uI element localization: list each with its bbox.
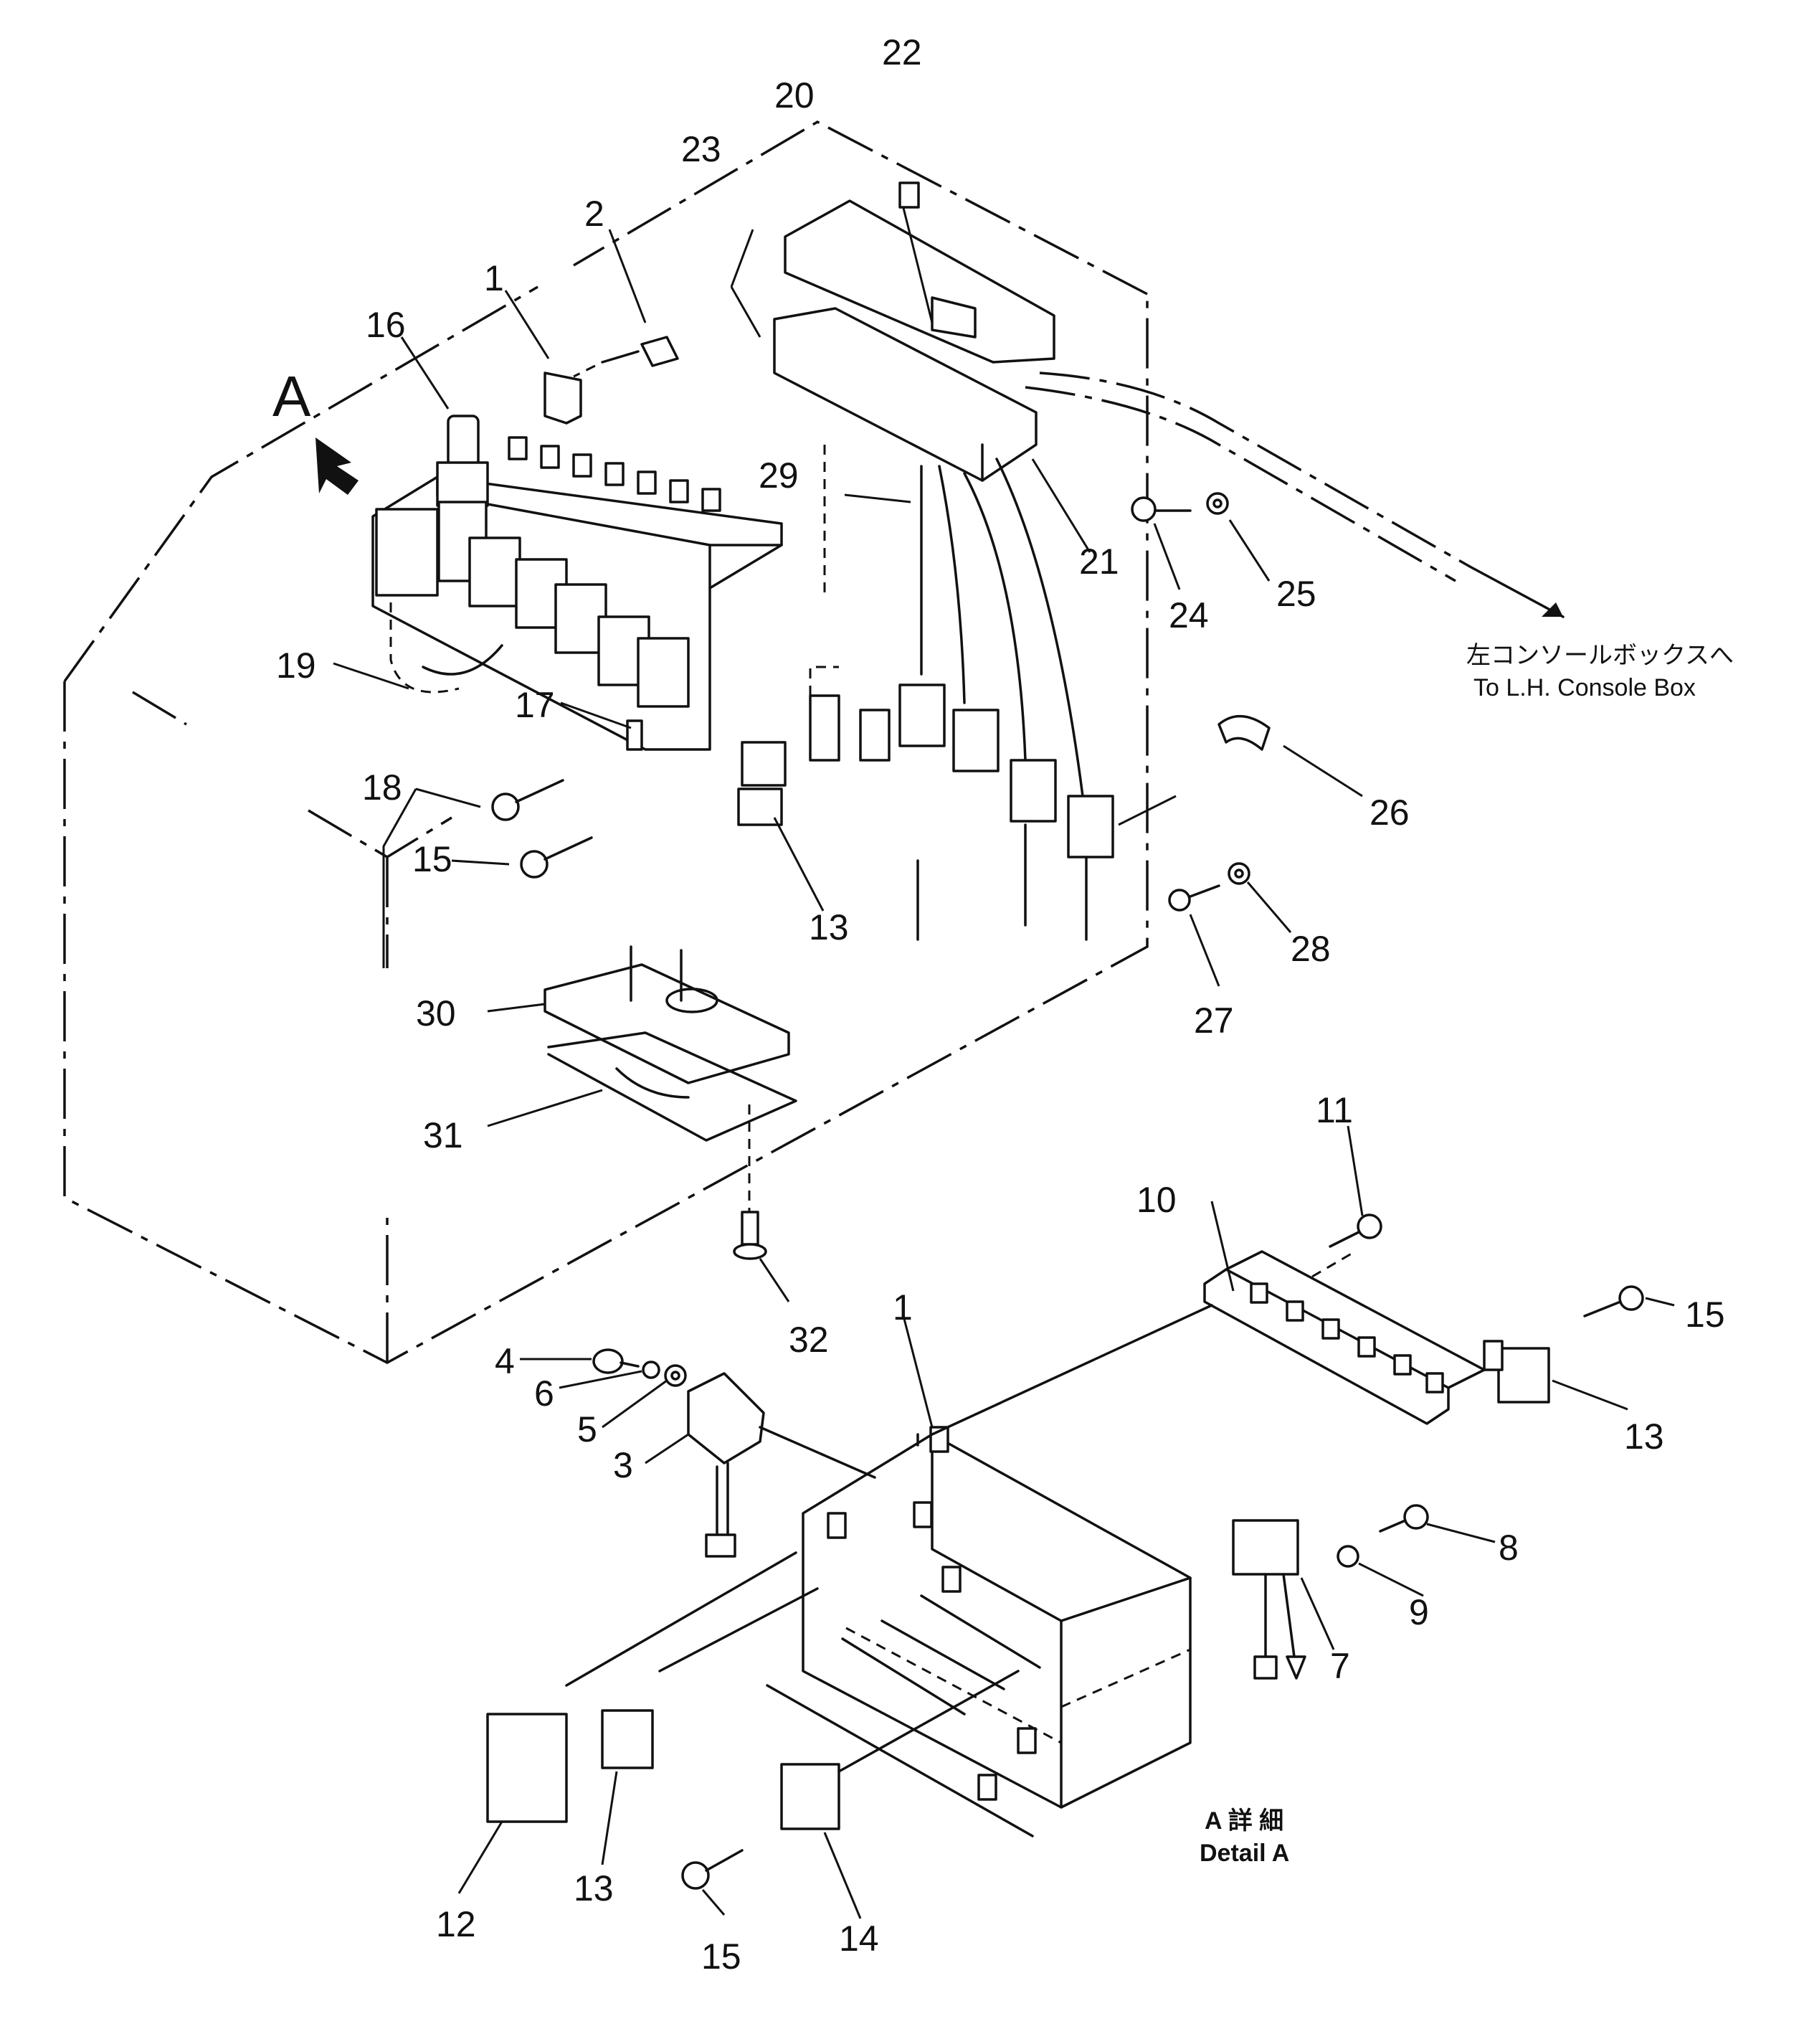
callout-9: 9 (1409, 1592, 1429, 1632)
callout-29: 29 (759, 455, 799, 496)
callout-18: 18 (362, 767, 402, 808)
callout-23: 23 (681, 129, 721, 169)
component-12 (486, 1713, 568, 1823)
harness-sockets (809, 445, 1114, 941)
callout-21: 21 (1079, 541, 1119, 582)
direction-note-ja: 左コンソールボックスへ (1466, 642, 1734, 669)
callout-15-lower: 15 (701, 1936, 741, 1977)
callout-1: 1 (484, 258, 504, 298)
bolt-2 (573, 336, 679, 378)
callout-12: 12 (436, 1904, 476, 1944)
callout-17: 17 (515, 685, 555, 725)
callout-26: 26 (1370, 792, 1410, 833)
direction-note: 左コンソールボックスへ To L.H. Console Box (1466, 642, 1734, 701)
screw-27-washer-28 (1168, 862, 1250, 912)
relay-row (375, 508, 690, 708)
callout-5: 5 (577, 1409, 597, 1449)
callout-24: 24 (1169, 595, 1209, 635)
relay-13-lower (601, 1709, 654, 1769)
callout-8: 8 (1499, 1528, 1519, 1568)
callout-16: 16 (366, 305, 406, 345)
bracket-detail-a (766, 1426, 1192, 1837)
callout-11: 11 (1316, 1090, 1353, 1130)
callout-leaders (333, 229, 1675, 1919)
bracket-10 (1203, 1250, 1486, 1425)
callout-1-lower: 1 (893, 1287, 913, 1328)
callout-20: 20 (774, 75, 815, 115)
relay-14 (780, 1763, 840, 1830)
callout-13-lower: 13 (574, 1868, 614, 1908)
console-outline (63, 120, 1149, 1364)
callout-2: 2 (584, 194, 604, 234)
cable-to-console (1025, 372, 1565, 618)
detail-label-ja: A 詳 細 (1205, 1807, 1283, 1835)
callout-15-upper: 15 (412, 839, 452, 879)
bolts-upper-left (491, 719, 643, 879)
callout-14: 14 (839, 1918, 879, 1959)
callout-27: 27 (1194, 1000, 1234, 1041)
callout-31: 31 (423, 1115, 463, 1155)
callout-22: 22 (882, 32, 922, 72)
callout-6: 6 (534, 1373, 554, 1414)
callout-28: 28 (1291, 929, 1331, 969)
callout-32: 32 (789, 1320, 829, 1360)
callout-13-upper: 13 (809, 907, 849, 947)
view-marker-a: A (272, 364, 359, 495)
callout-7: 7 (1330, 1646, 1350, 1686)
callout-3: 3 (613, 1445, 633, 1485)
callout-4: 4 (495, 1341, 515, 1381)
plates-30-31 (544, 945, 797, 1142)
screw-24-washer-25 (1131, 492, 1229, 522)
callout-15-right: 15 (1685, 1295, 1725, 1335)
callout-13-right: 13 (1624, 1416, 1664, 1457)
assembly-leaders (565, 1304, 1213, 1773)
view-arrow-icon (315, 437, 359, 495)
component-3 (687, 1372, 765, 1558)
callout-30: 30 (416, 993, 456, 1033)
bolt-32 (733, 1104, 767, 1260)
callout-25: 25 (1276, 574, 1316, 614)
view-letter: A (272, 364, 311, 428)
relay-13-right (1483, 1285, 1644, 1404)
component-7-bolt-8 (1232, 1504, 1429, 1680)
callout-10: 10 (1136, 1180, 1177, 1220)
callout-numbers: 1 2 16 19 17 18 15 13 29 21 24 25 22 20 … (276, 32, 1725, 1977)
bolt-15-lower (681, 1849, 744, 1890)
relay-13-upper (737, 741, 787, 826)
connector-housing (730, 181, 1055, 482)
detail-label: A 詳 細 Detail A (1200, 1807, 1289, 1867)
clip-26 (1217, 715, 1271, 751)
direction-note-en: To L.H. Console Box (1473, 674, 1696, 701)
bolt-11 (1329, 1213, 1382, 1248)
callout-19: 19 (276, 645, 316, 686)
upper-relay-box (371, 372, 783, 751)
detail-label-en: Detail A (1200, 1840, 1289, 1867)
relay-tabs (508, 436, 721, 512)
bolt-4-washers (592, 1348, 687, 1387)
